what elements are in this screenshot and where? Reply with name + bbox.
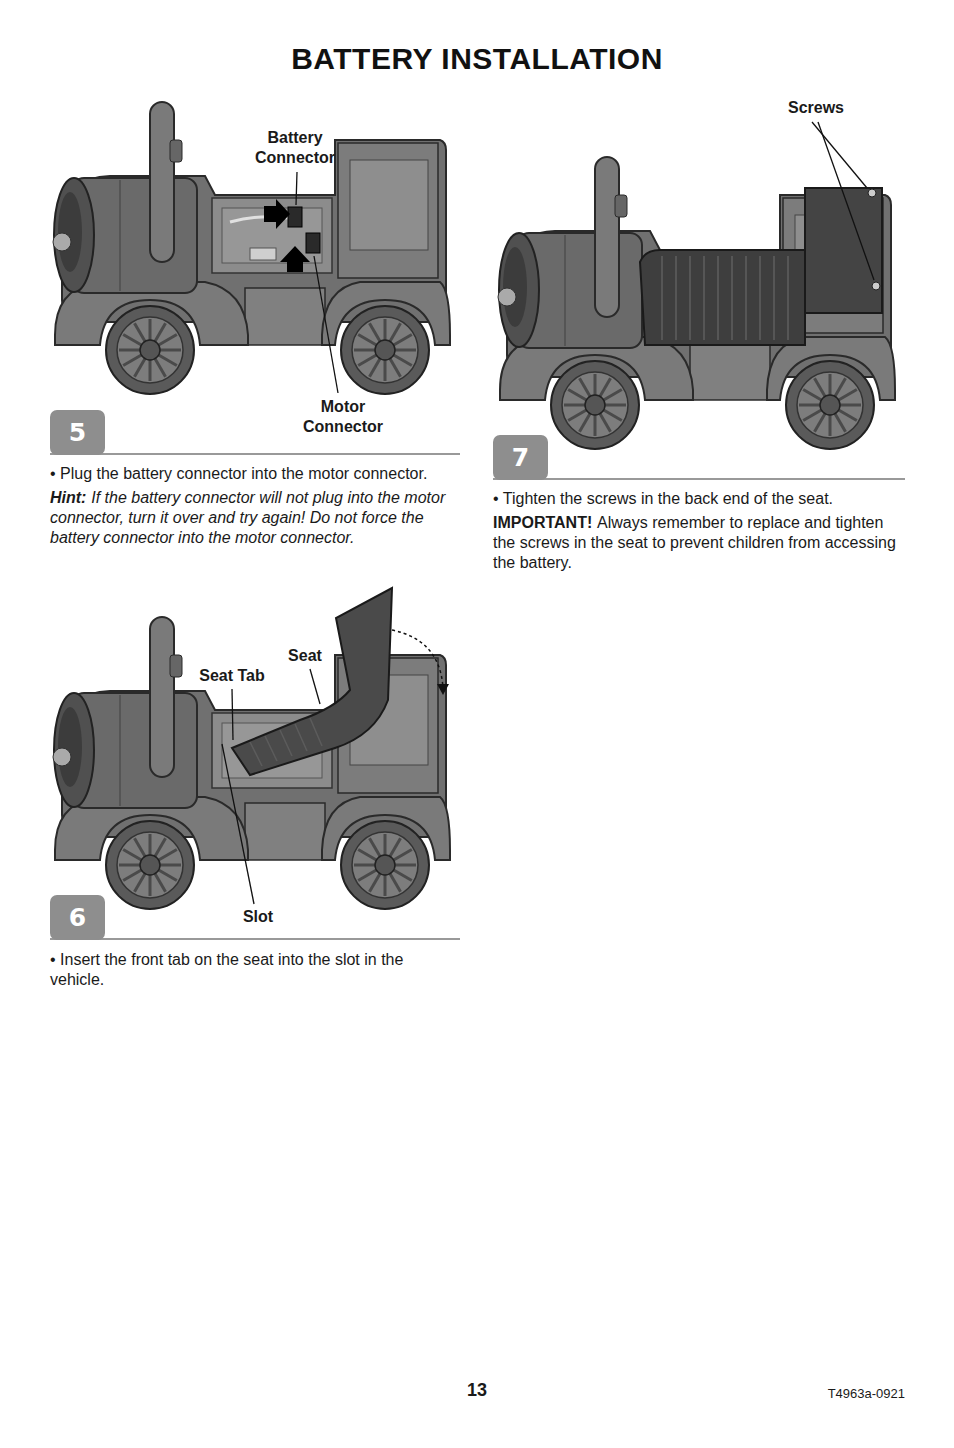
paragraph: • Insert the front tab on the seat into … [50, 950, 410, 990]
paragraph: Motor Connector [293, 397, 393, 437]
instruction-text: • Insert the front tab on the seat into … [50, 951, 403, 988]
step-badge: 5 [50, 410, 105, 455]
step-badge: 6 [50, 895, 105, 940]
paragraph: Slot [228, 907, 288, 927]
text-block: Screws [776, 98, 856, 118]
part-label: Slot [243, 908, 273, 925]
paragraph: Seat [275, 646, 335, 666]
paragraph: IMPORTANT!Always remember to replace and… [493, 513, 908, 573]
important-label: IMPORTANT! [493, 514, 592, 531]
text-block: • Tighten the screws in the back end of … [493, 489, 908, 573]
text-block: Seat [275, 646, 335, 666]
page-number: 13 [467, 1380, 487, 1400]
step-number: 5 [69, 420, 86, 445]
hint-text: If the battery connector will not plug i… [50, 489, 445, 546]
paragraph: • Plug the battery connector into the mo… [50, 464, 465, 484]
part-label: Screws [788, 99, 844, 116]
text-block: Motor Connector [293, 397, 393, 437]
text-block: • Plug the battery connector into the mo… [50, 464, 465, 548]
part-label: Motor Connector [303, 398, 383, 435]
text-block: • Insert the front tab on the seat into … [50, 950, 410, 990]
paragraph: Battery Connector [245, 128, 345, 168]
step-number: 7 [512, 445, 529, 470]
part-label: Seat [288, 647, 322, 664]
paragraph: • Tighten the screws in the back end of … [493, 489, 908, 509]
text-block: T4963a-0921 [765, 1383, 905, 1404]
text-block: Slot [228, 907, 288, 927]
instruction-text: • Tighten the screws in the back end of … [493, 490, 833, 507]
text-block: Battery Connector [245, 128, 345, 168]
paragraph: Screws [776, 98, 856, 118]
hint-label: Hint: [50, 489, 86, 506]
text-block: 13 [447, 1380, 507, 1401]
part-label: Seat Tab [199, 667, 265, 684]
document-code: T4963a-0921 [828, 1386, 905, 1401]
text-block: Seat Tab [187, 666, 277, 686]
page-title: BATTERY INSTALLATION [0, 42, 954, 76]
part-label: Battery Connector [255, 129, 335, 166]
paragraph: 13 [447, 1380, 507, 1401]
paragraph: Hint:If the battery connector will not p… [50, 488, 465, 548]
instruction-text: • Plug the battery connector into the mo… [50, 465, 427, 482]
step-badge: 7 [493, 435, 548, 480]
paragraph: Seat Tab [187, 666, 277, 686]
paragraph: T4963a-0921 [765, 1383, 905, 1404]
step-number: 6 [69, 905, 86, 930]
